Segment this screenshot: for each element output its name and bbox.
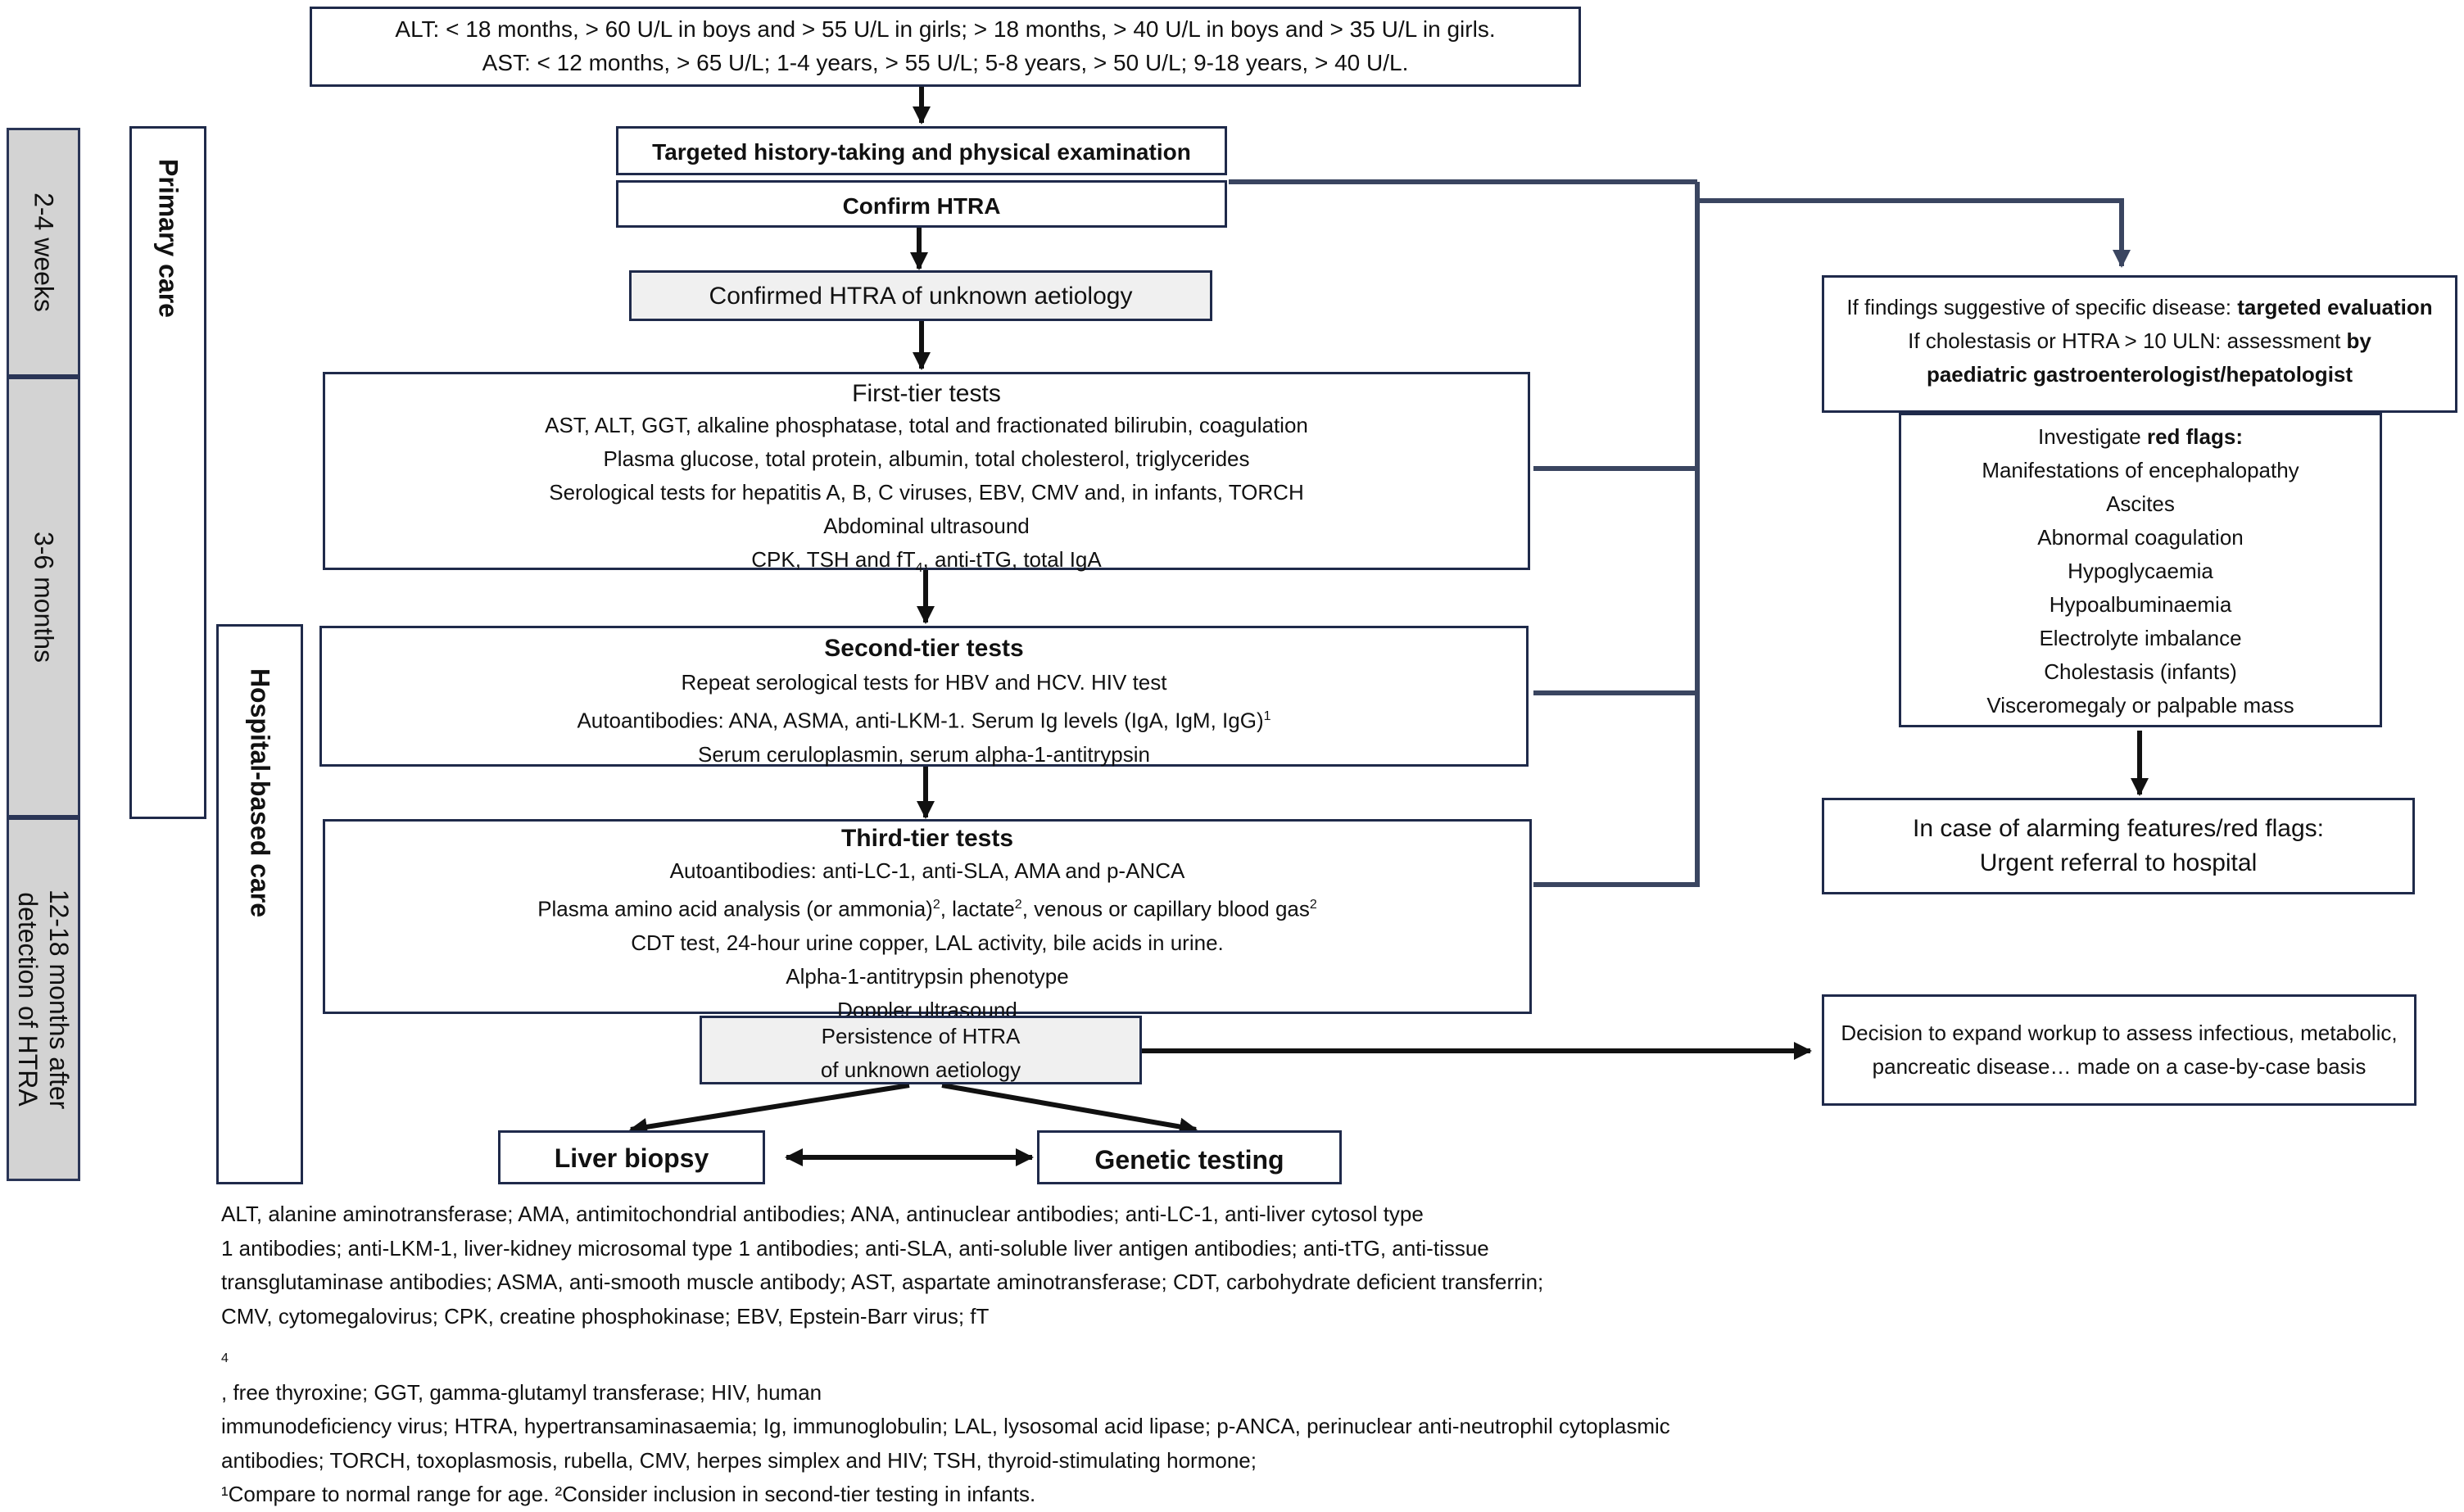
third-tier-line-4: Alpha-1-antitrypsin phenotype xyxy=(786,963,1069,989)
red-flag-item: Hypoglycaemia xyxy=(2068,559,2213,583)
first-tier-title: First-tier tests xyxy=(852,380,1001,407)
first-tier-line-5: CPK, TSH and fT4, anti-tTG, total IgA xyxy=(751,547,1102,576)
footnote-line: CMV, cytomegalovirus; CPK, creatine phos… xyxy=(221,1303,990,1405)
second-tier-title: Second-tier tests xyxy=(824,635,1024,662)
first-tier-line-1: AST, ALT, GGT, alkaline phosphatase, tot… xyxy=(545,413,1308,437)
footnotes: ALT, alanine aminotransferase; AMA, anti… xyxy=(221,1197,1859,1512)
second-tier-box: Second-tier tests Repeat serological tes… xyxy=(319,626,1529,767)
history-box: Targeted history-taking and physical exa… xyxy=(616,126,1227,175)
footnote-line: 1 antibodies; anti-LKM-1, liver-kidney m… xyxy=(221,1235,1489,1261)
footnote-line: antibodies; TORCH, toxoplasmosis, rubell… xyxy=(221,1447,1257,1473)
footnote-line: transglutaminase antibodies; ASMA, anti-… xyxy=(221,1270,1544,1294)
second-tier-line-2: Autoantibodies: ANA, ASMA, anti-LKM-1. S… xyxy=(577,708,1271,733)
specific-line-1: If findings suggestive of specific disea… xyxy=(1846,295,2433,319)
third-tier-title: Third-tier tests xyxy=(840,825,1014,852)
arrow-to-specific xyxy=(1697,198,2131,268)
footnote-line: ¹Compare to normal range for age. ²Consi… xyxy=(221,1482,1036,1507)
second-tier-line-1: Repeat serological tests for HBV and HCV… xyxy=(681,670,1167,695)
connector-arrows xyxy=(629,87,2149,1166)
urgent-referral-box: In case of alarming features/red flags: … xyxy=(1822,798,2415,894)
arrow-persistence-to-genetic xyxy=(941,1083,1198,1136)
timeline-2-4-weeks: 2-4 weeks xyxy=(7,128,80,377)
timeline-label-2: 3-6 months xyxy=(29,531,59,663)
confirm-box: Confirm HTRA xyxy=(616,180,1227,228)
first-tier-line-3: Serological tests for hepatitis A, B, C … xyxy=(549,480,1304,505)
footnote-line: immunodeficiency virus; HTRA, hypertrans… xyxy=(221,1414,1670,1439)
genetic-testing-box: Genetic testing xyxy=(1037,1130,1342,1184)
footnote-line: ALT, alanine aminotransferase; AMA, anti… xyxy=(221,1202,1424,1226)
red-flag-item: Hypoalbuminaemia xyxy=(2049,592,2232,617)
primary-care-label: Primary care xyxy=(129,126,206,819)
specific-disease-box: If findings suggestive of specific disea… xyxy=(1822,275,2457,413)
red-flag-item: Manifestations of encephalopathy xyxy=(1982,458,2299,482)
red-flag-item: Abnormal coagulation xyxy=(2037,525,2244,550)
timeline-3-6-months: 3-6 months xyxy=(7,377,80,817)
red-flags-title: Investigate red flags: xyxy=(2037,424,2243,449)
first-tier-line-4: Abdominal ultrasound xyxy=(823,514,1030,538)
timeline-label-3: 12-18 months after detection of HTRA xyxy=(13,889,74,1110)
red-flag-item: Ascites xyxy=(2106,491,2175,516)
specific-line-2: If cholestasis or HTRA > 10 ULN: assessm… xyxy=(1908,328,2371,353)
first-tier-box: First-tier tests AST, ALT, GGT, alkaline… xyxy=(323,372,1530,575)
persistence-box: Persistence of HTRA of unknown aetiology xyxy=(700,1016,1142,1084)
third-tier-line-3: CDT test, 24-hour urine copper, LAL acti… xyxy=(631,930,1224,955)
hospital-care-text: Hospital-based care xyxy=(245,668,275,918)
red-flag-item: Cholestasis (infants) xyxy=(2044,659,2237,684)
timeline-12-18-months: 12-18 months after detection of HTRA xyxy=(7,817,80,1181)
alt-threshold: ALT: < 18 months, > 60 U/L in boys and >… xyxy=(395,16,1496,42)
arrow-persistence-to-biopsy xyxy=(629,1083,910,1136)
liver-biopsy-box: Liver biopsy xyxy=(498,1130,765,1184)
timeline-label-1: 2-4 weeks xyxy=(29,192,59,312)
primary-care-text: Primary care xyxy=(153,159,183,319)
third-tier-line-1: Autoantibodies: anti-LC-1, anti-SLA, AMA… xyxy=(669,858,1185,883)
decision-box: Decision to expand workup to assess infe… xyxy=(1822,994,2416,1106)
connector-vertical-trunk xyxy=(1533,182,1700,887)
thresholds-box: ALT: < 18 months, > 60 U/L in boys and >… xyxy=(310,7,1581,87)
flowchart: ALT: < 18 months, > 60 U/L in boys and >… xyxy=(7,7,2457,1506)
specific-line-3: paediatric gastroenterologist/hepatologi… xyxy=(1926,362,2353,387)
red-flag-item: Visceromegaly or palpable mass xyxy=(1986,693,2294,718)
ast-threshold: AST: < 12 months, > 65 U/L; 1-4 years, >… xyxy=(482,50,1409,75)
first-tier-line-2: Plasma glucose, total protein, albumin, … xyxy=(603,446,1250,471)
confirmed-box: Confirmed HTRA of unknown aetiology xyxy=(629,270,1212,321)
second-tier-line-3: Serum ceruloplasmin, serum alpha-1-antit… xyxy=(697,741,1150,767)
hospital-care-label: Hospital-based care xyxy=(216,624,303,1184)
red-flags-box: Investigate red flags: Manifestations of… xyxy=(1899,413,2382,727)
third-tier-box: Third-tier tests Autoantibodies: anti-LC… xyxy=(323,819,1532,1022)
red-flag-item: Electrolyte imbalance xyxy=(2039,626,2242,650)
third-tier-line-2: Plasma amino acid analysis (or ammonia)2… xyxy=(537,896,1317,921)
